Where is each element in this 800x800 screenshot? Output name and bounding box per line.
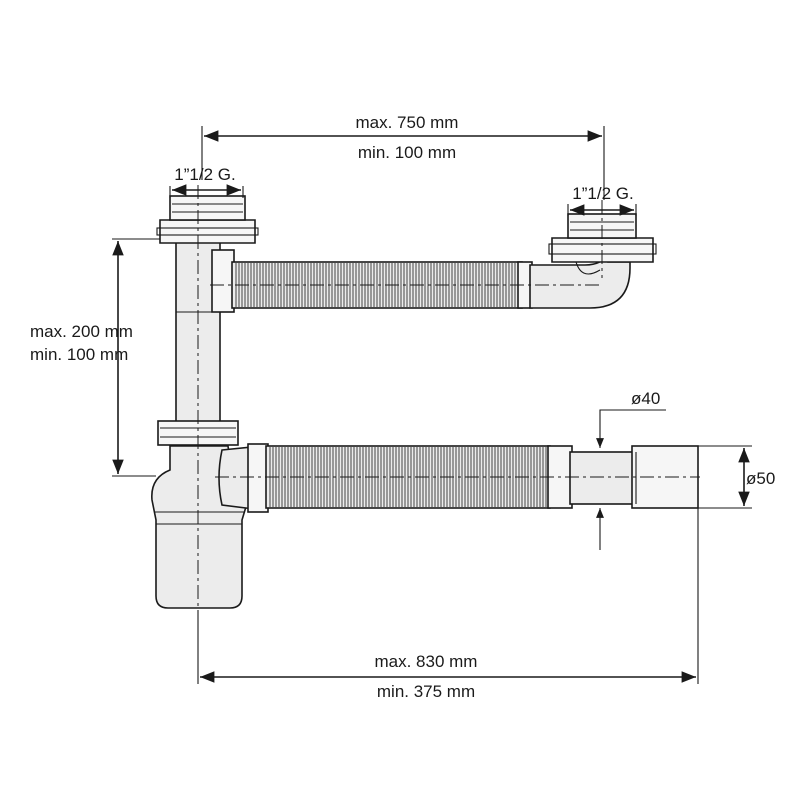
bottom-span-max-label: max. 830 mm: [375, 652, 478, 671]
height-min-label: min. 100 mm: [30, 345, 128, 364]
lower-corrugated-hose: [218, 443, 699, 513]
right-thread-label: 1”1/2 G.: [572, 184, 633, 203]
inner-diameter-label: ø40: [631, 389, 660, 408]
left-thread-dimension: 1”1/2 G.: [169, 165, 244, 198]
height-dimension: max. 200 mm min. 100 mm: [30, 238, 160, 477]
left-top-nut: [156, 195, 259, 244]
left-thread-label: 1”1/2 G.: [174, 165, 235, 184]
outer-diameter-label: ø50: [746, 469, 775, 488]
inner-diameter-callout: ø40: [596, 389, 666, 550]
outer-diameter-dimension: ø50: [698, 445, 775, 509]
top-span-max-label: max. 750 mm: [356, 113, 459, 132]
top-span-min-label: min. 100 mm: [358, 143, 456, 162]
top-span-dimension: max. 750 mm min. 100 mm: [201, 113, 605, 200]
bottom-span-min-label: min. 375 mm: [377, 682, 475, 701]
height-max-label: max. 200 mm: [30, 322, 133, 341]
upper-corrugated-hose: [211, 249, 533, 313]
bottom-span-dimension: max. 830 mm min. 375 mm: [197, 508, 699, 701]
right-thread-dimension: 1”1/2 G.: [567, 184, 637, 216]
